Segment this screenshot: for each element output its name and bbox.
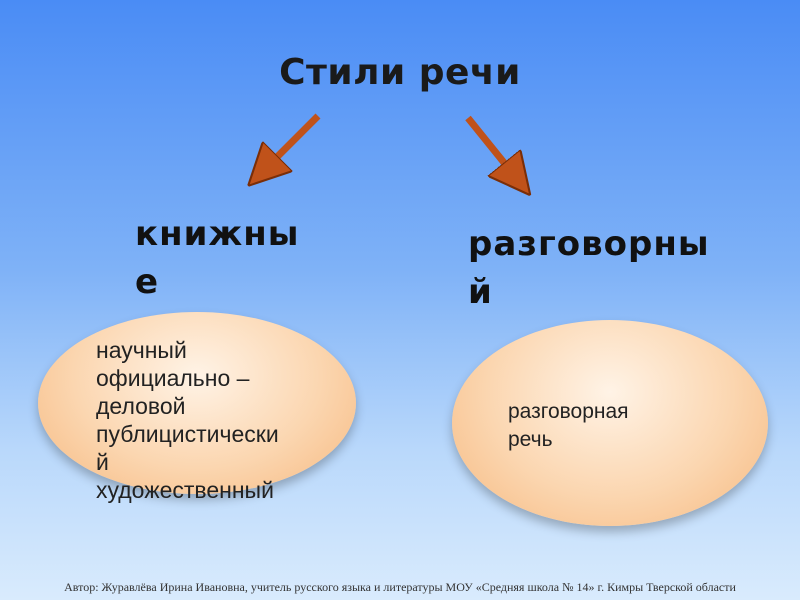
list-item: речь (508, 428, 553, 451)
branch-line: разговорны (468, 224, 710, 264)
ellipse-bookish-styles (38, 312, 356, 494)
branch-colloquial: разговорны й (468, 220, 710, 316)
arrow-left (262, 113, 321, 172)
slide-title: Стили речи (279, 52, 521, 93)
list-item: разговорная (508, 400, 629, 423)
list-item: публицистически (96, 421, 279, 447)
arrow-right (465, 115, 518, 180)
ellipse-colloquial-styles (452, 320, 768, 526)
list-item: й (96, 449, 109, 475)
branch-bookish: книжны е (135, 210, 299, 306)
branch-line: книжны (135, 214, 300, 254)
colloquial-styles-list: разговорная речь (508, 398, 629, 454)
branch-line: е (135, 262, 160, 302)
list-item: деловой (96, 393, 186, 419)
list-item: научный (96, 337, 187, 363)
list-item: художественный (96, 477, 274, 503)
list-item: официально – (96, 365, 250, 391)
bookish-styles-list: научный официально – деловой публицистич… (96, 336, 279, 504)
branch-line: й (468, 272, 493, 312)
author-footer: Автор: Журавлёва Ирина Ивановна, учитель… (64, 580, 736, 594)
